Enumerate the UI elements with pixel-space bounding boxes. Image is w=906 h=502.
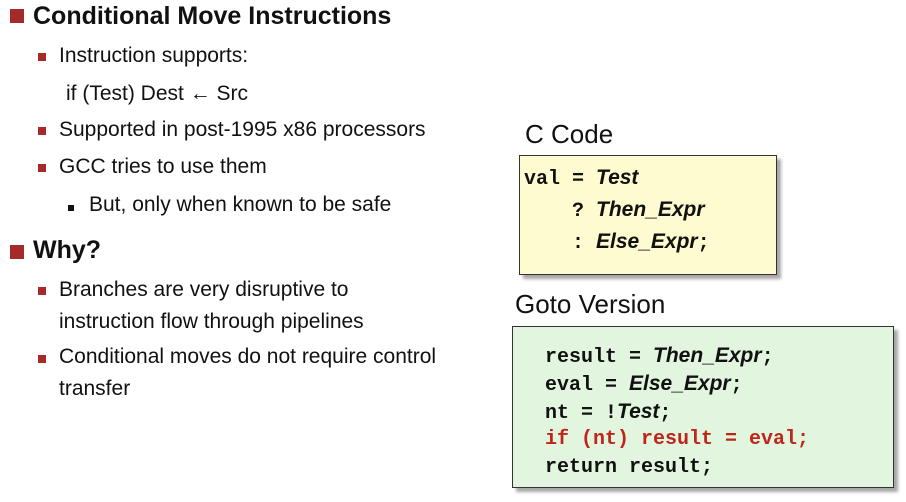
bullet-icon — [38, 127, 46, 135]
c-code-box: val = Test ? Then_Expr : Else_Expr; — [519, 155, 777, 275]
sub-bullet-icon — [68, 205, 74, 211]
goto-code-box: result = Then_Expr; eval = Else_Expr; nt… — [512, 326, 894, 488]
bullet-branches-l2: instruction flow through pipelines — [59, 310, 364, 333]
goto-line-2: eval = Else_Expr; — [545, 372, 743, 397]
sub-bullet-safe: But, only when known to be safe — [89, 193, 392, 216]
left-arrow-icon: ← — [189, 82, 211, 105]
bullet-cmov-l2: transfer — [59, 377, 131, 400]
heading-bullet-icon — [10, 245, 24, 259]
goto-line-5: return result; — [545, 456, 714, 479]
c-code-line-3: : Else_Expr; — [572, 230, 710, 255]
heading-conditional-move: Conditional Move Instructions — [33, 2, 392, 30]
syntax-suffix: Src — [216, 82, 249, 105]
c-code-line-2: ? Then_Expr — [572, 198, 705, 223]
goto-line-4: if (nt) result = eval; — [545, 428, 810, 451]
goto-line-1: result = Then_Expr; — [545, 344, 774, 369]
bullet-icon — [38, 355, 46, 363]
bullet-icon — [38, 287, 46, 295]
bullet-icon — [38, 53, 46, 61]
syntax-prefix: if (Test) Dest — [66, 82, 184, 105]
bullet-cmov-l1: Conditional moves do not require control — [59, 345, 437, 368]
c-code-line-1: val = Test — [524, 166, 639, 191]
bullet-supported: Supported in post-1995 x86 processors — [59, 118, 426, 141]
goto-line-3: nt = !Test; — [545, 400, 672, 425]
bullet-icon — [38, 164, 46, 172]
goto-version-label: Goto Version — [515, 289, 666, 319]
bullet-gcc: GCC tries to use them — [59, 155, 267, 178]
bullet-branches-l1: Branches are very disruptive to — [59, 278, 349, 301]
bullet-instruction-supports: Instruction supports: — [59, 44, 249, 67]
heading-why: Why? — [33, 236, 102, 264]
syntax-line: if (Test) Dest ← Src — [66, 82, 248, 106]
heading-bullet-icon — [10, 9, 24, 23]
c-code-label: C Code — [525, 119, 614, 149]
